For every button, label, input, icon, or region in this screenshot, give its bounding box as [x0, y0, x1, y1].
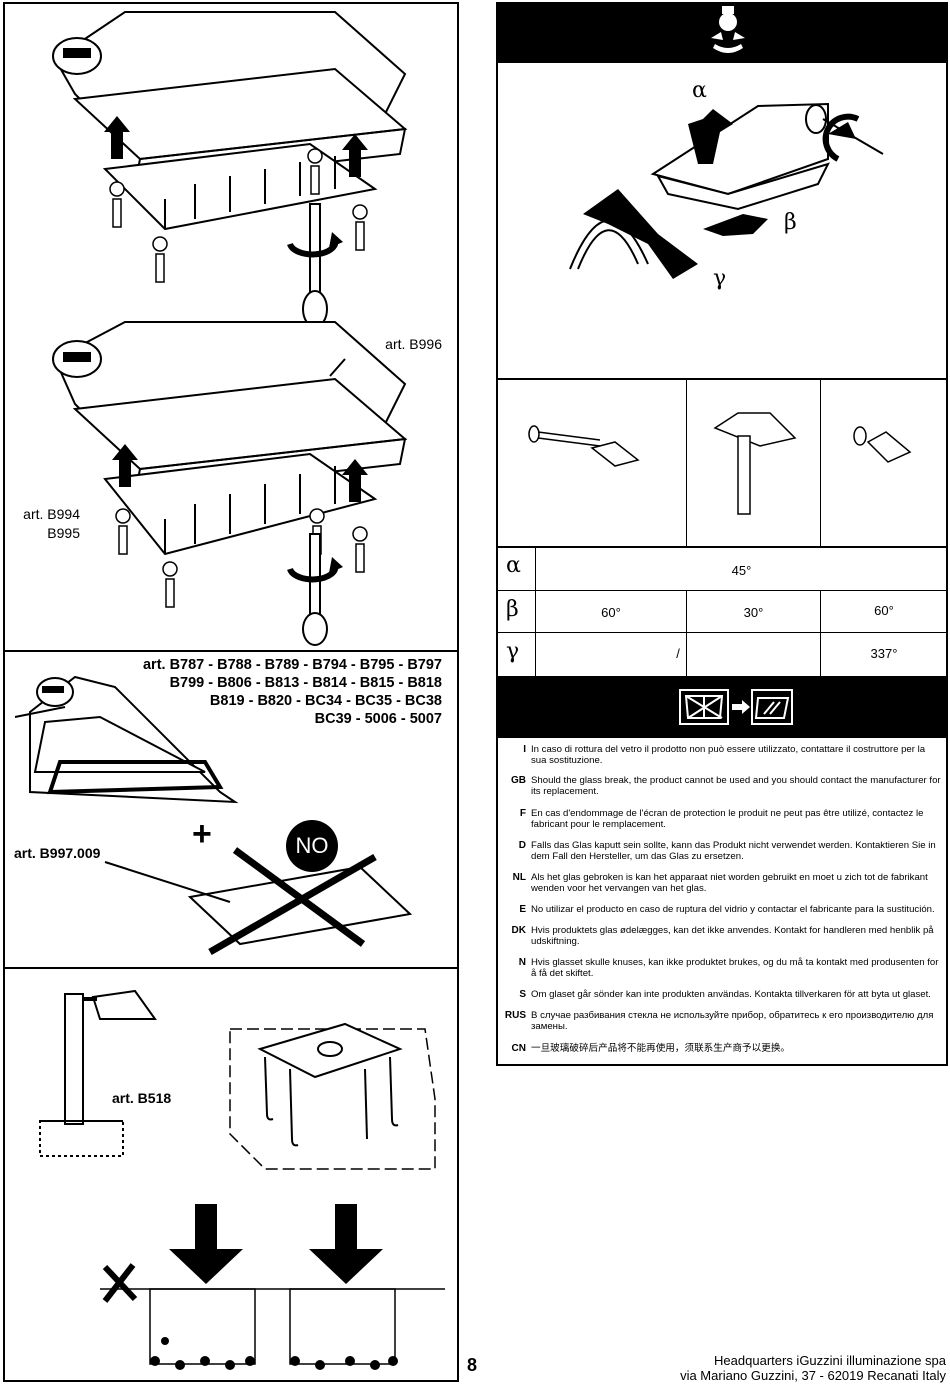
- label-art-b996: art. B996: [385, 336, 442, 352]
- table-gamma-symbol: γ: [506, 639, 520, 664]
- company-line-1: Headquarters iGuzzini illuminazione spa: [714, 1353, 946, 1368]
- beta-value-1: 60°: [601, 605, 621, 620]
- warning-text: Als het glas gebroken is kan het apparaa…: [531, 872, 928, 894]
- alpha-value: 45°: [731, 563, 752, 578]
- warning-code: GB: [511, 775, 526, 786]
- table-beta-symbol: β: [506, 597, 519, 622]
- no-badge-text: NO: [295, 833, 329, 858]
- warning-code: DK: [511, 925, 526, 936]
- warning-code: CN: [511, 1043, 526, 1054]
- warning-text: In caso di rottura del vetro il prodotto…: [531, 744, 926, 766]
- gamma-symbol: γ: [713, 266, 727, 291]
- gamma-value-2: 337°: [870, 646, 898, 661]
- articles-line-2: B799 - B806 - B813 - B814 - B815 - B818: [169, 675, 442, 691]
- warning-code: NL: [512, 872, 526, 883]
- warning-code: F: [519, 808, 526, 819]
- broken-glass-replace-icon: [679, 689, 793, 725]
- glass-fixture-illustration: [14, 675, 413, 956]
- fixture-images-row: [497, 378, 947, 548]
- warning-text: No utilizar el producto en caso de ruptu…: [531, 904, 935, 915]
- warning-text: Hvis glasset skulle knuses, kan ikke pro…: [531, 957, 939, 979]
- warning-text: 一旦玻璃破碎后产品将不能再使用，须联系生产商予以更换。: [531, 1043, 791, 1054]
- label-art-b518: art. B518: [112, 1090, 172, 1106]
- articles-line-4: BC39 - 5006 - 5007: [314, 711, 442, 727]
- left-panel-frame: [3, 2, 459, 1382]
- fixture-col-divider-2: [820, 380, 821, 546]
- label-b995: B995: [47, 525, 80, 541]
- company-line-2: via Mariano Guzzini, 37 - 62019 Recanati…: [680, 1368, 946, 1383]
- warning-code: I: [523, 744, 526, 755]
- plus-symbol: +: [192, 815, 212, 853]
- warning-text: Falls das Glas kaputt sein sollte, kann …: [531, 840, 936, 862]
- pole-fixture-image: [713, 412, 797, 515]
- beta-value-2: 30°: [743, 605, 764, 620]
- ground-installation-illustration: [39, 989, 445, 1370]
- articles-line-3: B819 - B820 - BC34 - BC35 - BC38: [209, 693, 442, 709]
- warning-text: Should the glass break, the product cann…: [531, 775, 941, 797]
- left-divider-2: [3, 967, 459, 969]
- warning-code: N: [518, 957, 526, 968]
- alpha-symbol: α: [692, 78, 707, 103]
- no-badge: NO: [286, 820, 338, 872]
- angle-table-beta-div-1: [686, 590, 687, 676]
- left-divider-1: [3, 650, 459, 652]
- wall-bracket-fixture-image: [853, 426, 912, 463]
- warning-code: D: [518, 840, 526, 851]
- fixture-col-divider-1: [686, 380, 687, 546]
- page-number: 8: [467, 1355, 478, 1375]
- beta-value-3: 60°: [874, 603, 894, 618]
- warning-code: RUS: [504, 1010, 526, 1021]
- label-art-b997: art. B997.009: [14, 845, 101, 861]
- angle-table-symbol-col: [535, 546, 536, 676]
- gamma-value-1: /: [676, 646, 680, 661]
- warning-code: E: [519, 904, 526, 915]
- warning-text: Hvis produktets glas ødelægges, kan det …: [531, 925, 934, 947]
- warning-text: En cas d'endommage de l'écran de protect…: [531, 808, 924, 830]
- rotation-angles-illustration: [569, 102, 884, 279]
- label-art-b994: art. B994: [23, 506, 80, 522]
- warning-text: В случае разбивания стекла не используйт…: [531, 1010, 934, 1032]
- angle-table-row-line-1: [497, 590, 947, 591]
- wall-arm-fixture-image: [528, 425, 640, 467]
- top-assembly-illustration: [52, 11, 408, 646]
- warning-text: Om glaset går sönder kan inte produkten …: [531, 989, 931, 1000]
- angle-table-row-line-2: [497, 632, 947, 633]
- angle-table: [497, 546, 947, 678]
- angle-table-beta-div-2: [820, 590, 821, 676]
- beta-symbol: β: [784, 210, 797, 235]
- warning-code: S: [519, 989, 526, 1000]
- table-alpha-symbol: α: [506, 553, 521, 578]
- articles-line-1: art. B787 - B788 - B789 - B794 - B795 - …: [142, 657, 442, 673]
- lamp-rotation-icon: [711, 6, 745, 53]
